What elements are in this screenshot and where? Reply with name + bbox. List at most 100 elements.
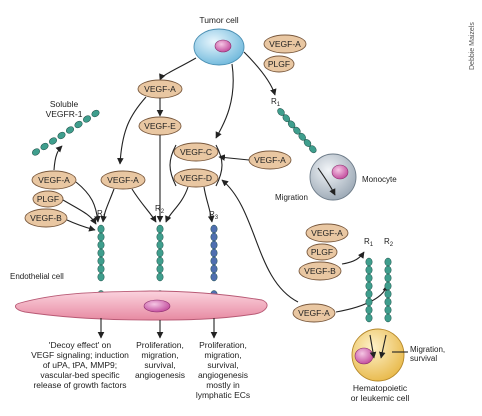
r1-domain xyxy=(97,224,105,234)
hema-r2-domain xyxy=(384,305,392,315)
monocyte-receptor-r1 xyxy=(277,108,317,154)
hema-r1-domain xyxy=(365,313,373,323)
tumor-cell-label: Tumor cell xyxy=(199,15,238,25)
r1-domain xyxy=(97,232,105,242)
r2-domain xyxy=(156,224,164,234)
hema-r1-domain xyxy=(365,257,373,267)
svg-text:VEGF-E: VEGF-E xyxy=(144,121,176,131)
svg-text:PLGF: PLGF xyxy=(37,194,59,204)
hematopoietic-cell-label-line: Hematopoietic xyxy=(353,383,408,393)
receptor-r1-label: R1 xyxy=(97,209,107,220)
r2-outcome-text: Proliferation,migration,survival,angioge… xyxy=(135,340,185,380)
hema-r2-domain xyxy=(384,273,392,283)
mid-vegfa-ligand: VEGF-A xyxy=(100,170,146,190)
r3-domain xyxy=(210,224,218,234)
left-vegfb-ligand: VEGF-B xyxy=(24,208,68,228)
vegfe-ligand: VEGF-E xyxy=(138,116,182,136)
hema-r1-domain xyxy=(365,273,373,283)
r3-outcome-text: Proliferation,migration,survival,angioge… xyxy=(196,340,250,400)
r1-domain xyxy=(97,240,105,250)
hematopoietic-cell xyxy=(351,328,405,382)
tumor-vegfa-ligand: VEGF-A xyxy=(263,34,307,54)
hematopoietic-cell-label-line: or leukemic cell xyxy=(351,393,410,403)
monocyte-cell xyxy=(309,153,357,201)
arrow-tumor-to-vegfc xyxy=(215,63,234,139)
r3-outcome-line: survival, xyxy=(207,360,238,370)
svg-text:VEGF-C: VEGF-C xyxy=(180,147,212,157)
arrow-hema-ligands-to-r1 xyxy=(341,251,365,265)
soluble-vegfr1-domain xyxy=(91,109,100,118)
endothelial-cell-label: Endothelial cell xyxy=(10,272,64,281)
hema-r2-domain xyxy=(384,265,392,275)
svg-text:VEGF-A: VEGF-A xyxy=(298,308,330,318)
soluble-vegfr1-domain xyxy=(49,137,57,145)
r3-domain xyxy=(210,272,218,282)
hema-r2-domain xyxy=(384,289,392,299)
soluble-vegfr1-domain xyxy=(83,115,91,123)
r2-domain xyxy=(156,264,164,274)
r2-outcome-line: survival, xyxy=(144,360,175,370)
hema-migration-line: survival xyxy=(410,354,437,363)
svg-text:PLGF: PLGF xyxy=(268,59,290,69)
decoy-effect-line: 'Decoy effect' on xyxy=(49,340,111,350)
r3-outcome-line: mostly in xyxy=(206,380,240,390)
arrow-tumor-to-vegfa xyxy=(159,57,197,81)
r2-domain xyxy=(156,272,164,282)
receptor-r2-label: R2 xyxy=(155,204,165,215)
soluble-vegfr1-domain xyxy=(66,126,74,134)
left-vegfa-ligand: VEGF-A xyxy=(31,170,77,190)
svg-text:VEGF-A: VEGF-A xyxy=(38,175,70,185)
hema-migration-line: Migration, xyxy=(410,345,445,354)
hema-r2-domain xyxy=(384,313,392,323)
hema-r1-domain xyxy=(365,281,373,291)
arrow-left-vegfa-to-r1 xyxy=(75,181,101,223)
left-plgf-ligand: PLGF xyxy=(32,190,64,208)
svg-text:VEGF-A: VEGF-A xyxy=(144,84,176,94)
hema-receptor-r2 xyxy=(384,257,392,323)
hema-receptor-r1 xyxy=(365,257,373,323)
bottom-vegfa-ligand: VEGF-A xyxy=(292,303,336,323)
arrow-bottom-vegfa-to-r2 xyxy=(335,284,390,313)
monocyte-r1-domain xyxy=(309,145,317,154)
r3-outcome-line: angiogenesis xyxy=(198,370,248,380)
hema-vegfa-ligand: VEGF-A xyxy=(305,223,349,243)
r1-domain xyxy=(97,248,105,258)
arrow-left-vegfb-to-r1 xyxy=(66,219,96,232)
r1-domain xyxy=(97,272,105,282)
hema-migration-label: Migration,survival xyxy=(410,345,445,363)
credit-text: Debbie Maizels xyxy=(469,22,476,70)
arrow-midvegfa-to-r1 xyxy=(100,188,115,223)
hema-r1-label: R1 xyxy=(364,237,374,248)
r2-domain xyxy=(156,256,164,266)
r2-outcome-line: migration, xyxy=(141,350,178,360)
r2-outcome-line: angiogenesis xyxy=(135,370,185,380)
monocyte-r1-label: R1 xyxy=(271,97,281,108)
r2-domain xyxy=(156,248,164,258)
hema-r2-domain xyxy=(384,281,392,291)
decoy-effect-line: of uPA, tPA, MMP9; xyxy=(43,360,117,370)
r3-outcome-line: migration, xyxy=(204,350,241,360)
r3-domain xyxy=(210,264,218,274)
arrow-vegfa-left xyxy=(117,96,147,165)
hema-r2-label: R2 xyxy=(384,237,394,248)
soluble-vegfr1-domain xyxy=(32,148,40,156)
tumor-cell xyxy=(193,28,245,66)
endothelial-cell xyxy=(14,290,268,321)
arrow-tumor-to-monocyte xyxy=(243,51,277,96)
arrow-monocyte-migration xyxy=(317,167,336,196)
r1-domain xyxy=(97,264,105,274)
svg-text:VEGF-D: VEGF-D xyxy=(180,173,212,183)
r3-outcome-line: lymphatic ECs xyxy=(196,390,250,400)
soluble-vegfr1-domain xyxy=(40,142,49,151)
arrow-vegfd-to-r2 xyxy=(165,186,189,223)
arrow-up-to-soluble xyxy=(53,145,63,171)
hema-plgf-ligand: PLGF xyxy=(306,243,338,261)
svg-text:VEGF-B: VEGF-B xyxy=(30,213,62,223)
r3-domain xyxy=(210,240,218,250)
monocyte-migration-label: Migration xyxy=(275,193,308,202)
hema-r1-domain xyxy=(365,305,373,315)
hema-r1-domain xyxy=(365,297,373,307)
